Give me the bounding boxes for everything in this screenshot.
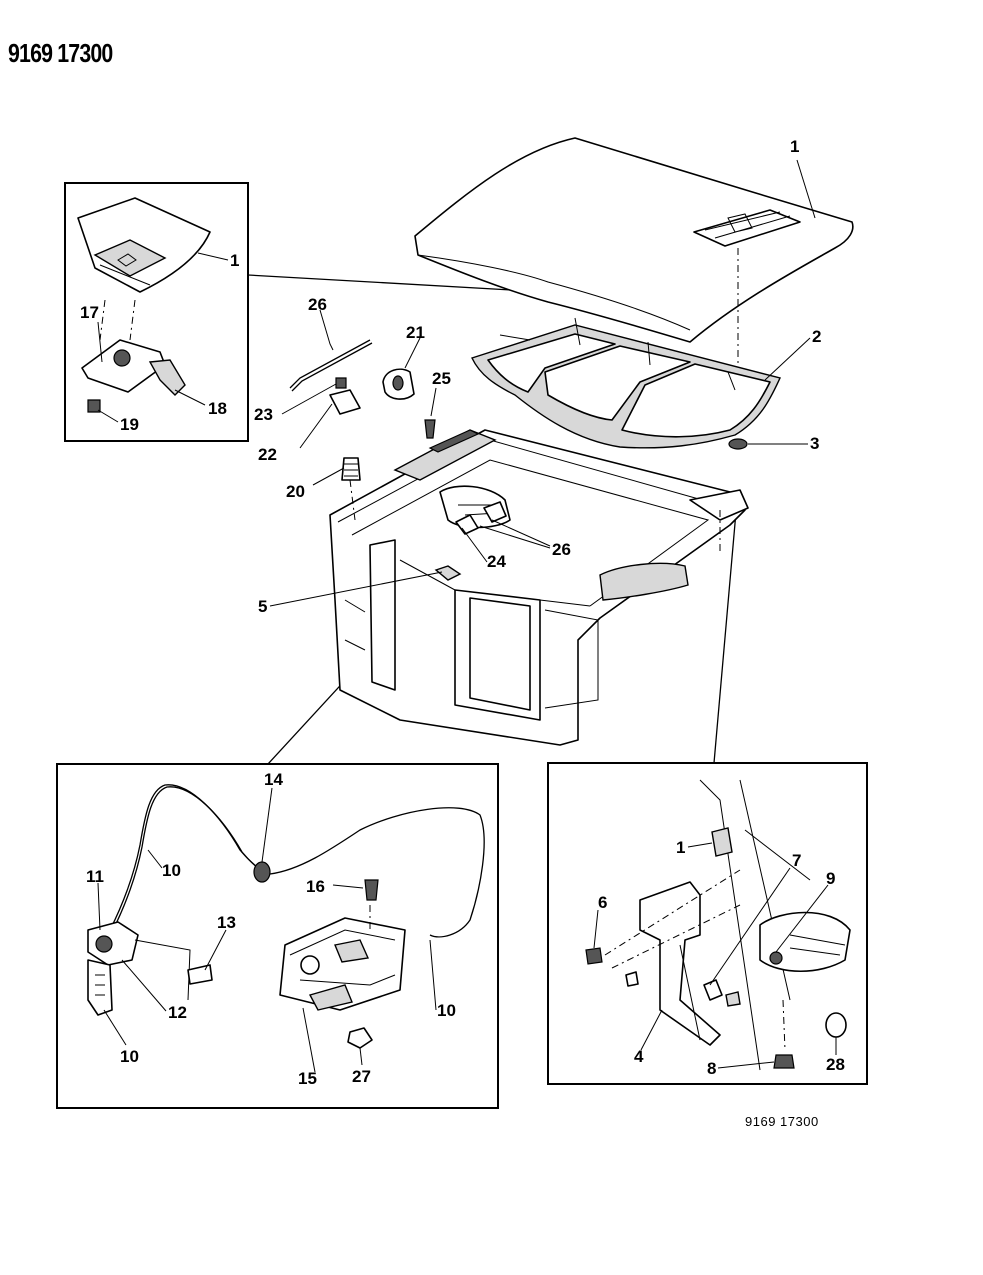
callout-24: 24 — [487, 552, 506, 571]
callout-26-bottom: 26 — [552, 540, 571, 559]
inset-hood-bracket-parts — [77, 197, 211, 413]
radiator-support — [329, 429, 749, 746]
hood-panel — [414, 137, 854, 343]
release-handle — [87, 921, 139, 966]
callout-15: 15 — [298, 1069, 317, 1088]
rod-holder-b — [483, 501, 507, 523]
handle-bolt — [187, 964, 213, 985]
callout-5: 5 — [258, 597, 267, 616]
callout-12: 12 — [168, 1003, 187, 1022]
callout-21: 21 — [406, 323, 425, 342]
callout-4: 4 — [634, 1047, 644, 1066]
callout-14: 14 — [264, 770, 283, 789]
callout-7: 7 — [792, 851, 801, 870]
callout-1-inset-br: 1 — [676, 838, 685, 857]
callout-26-top: 26 — [308, 295, 327, 314]
latch-cap — [825, 1012, 847, 1038]
rod-holder-a — [455, 514, 479, 535]
inset-box-hood-bracket — [64, 182, 249, 442]
header-code: 9169 17300 — [8, 38, 113, 68]
callout-1-hood: 1 — [790, 137, 799, 156]
callout-6: 6 — [598, 893, 607, 912]
callout-2: 2 — [812, 327, 821, 346]
latch-nut — [347, 1027, 373, 1049]
callout-10-cable: 10 — [162, 861, 181, 880]
inset-box-release-cable — [56, 763, 499, 1109]
callout-10-latch: 10 — [437, 1001, 456, 1020]
primary-latch — [279, 917, 406, 1011]
latch-support-bracket — [639, 881, 721, 1046]
leader-inset-tl — [247, 274, 547, 293]
prop-rod — [289, 339, 371, 389]
prop-rod-clip — [329, 389, 361, 415]
latch-bolt — [364, 879, 379, 901]
callout-3: 3 — [810, 434, 819, 453]
bracket-bolt-a — [585, 947, 603, 965]
callout-leaders — [97, 159, 837, 1073]
latch-striker-parts — [585, 779, 851, 1071]
callout-25: 25 — [432, 369, 451, 388]
callout-18: 18 — [208, 399, 227, 418]
callout-11: 11 — [86, 867, 104, 886]
callout-19: 19 — [120, 415, 139, 434]
inset-box-latch — [547, 762, 868, 1085]
cable-grommet — [253, 861, 271, 883]
release-cable-assembly — [87, 784, 485, 1049]
footer-code: 9169 17300 — [745, 1114, 819, 1129]
hood-insulator — [471, 317, 781, 449]
callout-13: 13 — [217, 913, 236, 932]
adjustable-bumper — [341, 457, 361, 481]
callout-1-inset-tl: 1 — [230, 251, 239, 270]
callout-22: 22 — [258, 445, 277, 464]
callout-16: 16 — [306, 877, 325, 896]
callout-9: 9 — [826, 869, 835, 888]
callout-17: 17 — [80, 303, 99, 322]
callout-28: 28 — [826, 1055, 845, 1074]
push-nut — [728, 438, 748, 450]
callout-labels: 1 1 2 3 5 26 21 25 23 22 20 24 26 17 18 … — [80, 137, 845, 1088]
callout-23: 23 — [254, 405, 273, 424]
clip-bolt — [335, 377, 347, 389]
latch-bumper — [773, 1054, 795, 1069]
leader-inset-br — [713, 511, 737, 764]
callout-8: 8 — [707, 1059, 716, 1078]
callout-10-handle: 10 — [120, 1047, 139, 1066]
hood-striker — [711, 827, 733, 857]
bumper-bolt — [424, 419, 436, 439]
callout-20: 20 — [286, 482, 305, 501]
callout-27: 27 — [352, 1067, 371, 1086]
